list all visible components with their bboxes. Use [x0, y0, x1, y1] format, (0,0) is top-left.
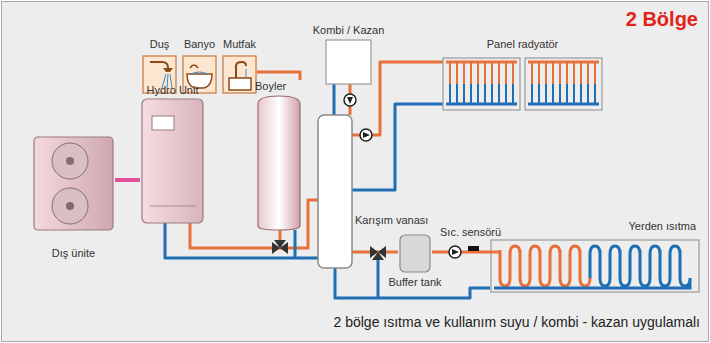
diagram-title: 2 Bölge [626, 7, 698, 31]
outdoor-unit: Dış ünite [32, 135, 115, 262]
return-pipe [377, 258, 380, 298]
hydro-unit-graphic [140, 84, 205, 223]
return-pipe [294, 230, 297, 258]
node-label: Buffer tank [338, 276, 492, 289]
mixing-valve [370, 246, 386, 260]
node-label: Panel radyatör [380, 38, 665, 51]
floor-heating: Yerden ısıtma [490, 220, 700, 295]
pump-symbol [360, 129, 372, 141]
combi-boiler: Kombi / Kazan [325, 24, 372, 84]
return-pipe [333, 84, 336, 115]
pump-symbol [344, 94, 356, 106]
water-pipe [257, 72, 300, 80]
buffer-tank: Buffer tank [398, 235, 432, 290]
diagram-caption: 2 bölge ısıtma ve kullanım suyu / kombi … [333, 313, 700, 331]
boiler-tank-graphic [255, 80, 305, 230]
kitchen-sink-icon: Mutfak [222, 38, 257, 95]
node-label: Dış ünite [0, 247, 175, 260]
node-label: Boyler [255, 80, 345, 93]
pump-symbol [449, 246, 461, 258]
outdoor-unit-graphic [32, 135, 115, 262]
boiler-tank: Boyler [255, 80, 305, 230]
return-pipe [352, 104, 443, 190]
panel-radiator: Panel radyatör [440, 38, 605, 112]
node-label: Kombi / Kazan [265, 24, 432, 37]
hydro-unit: Hydro Unit [140, 84, 205, 223]
hydraulic-separator [318, 115, 352, 268]
node-label: Mutfak [162, 38, 317, 51]
sensor-label: Sıc. sensörü [440, 226, 501, 239]
valve-label: Karışım vanası [355, 214, 428, 227]
temperature-sensor [468, 246, 479, 251]
refrigerant-pipe [115, 178, 140, 182]
three-way-valve [272, 240, 288, 254]
node-label: Hydro Unit [80, 84, 265, 97]
